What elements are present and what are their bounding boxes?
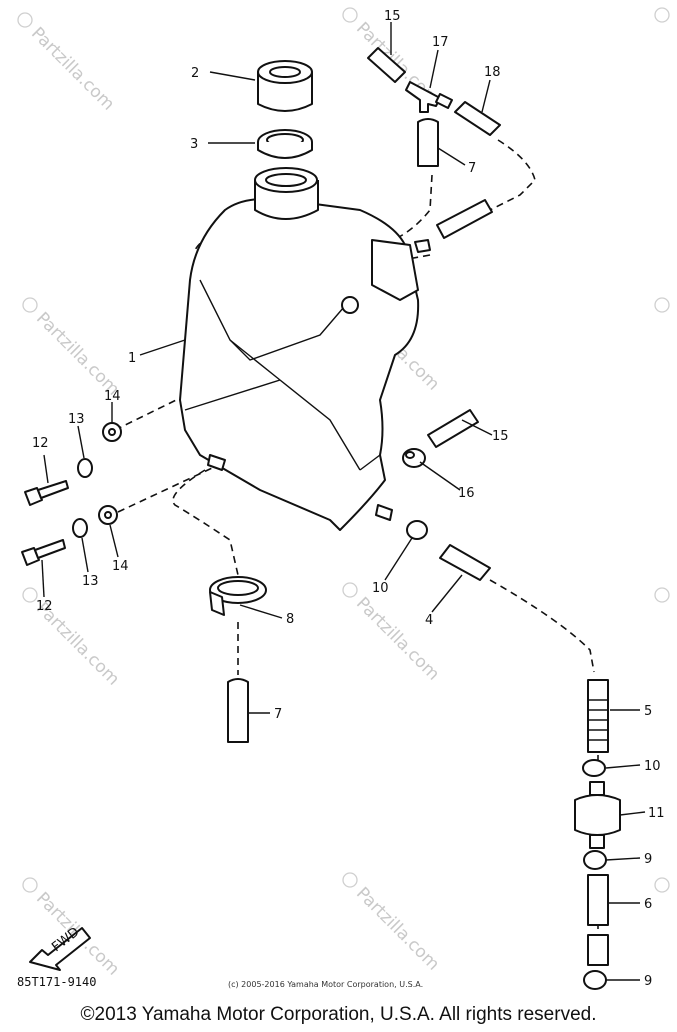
grommet-14-lower xyxy=(98,505,118,525)
hose-7-top xyxy=(417,118,439,167)
callout-12-lower: 12 xyxy=(36,599,53,614)
filler-gasket xyxy=(257,129,313,159)
t-joint-17 xyxy=(405,81,453,113)
copyright-notice: ©2013 Yamaha Motor Corporation, U.S.A. A… xyxy=(80,1004,597,1025)
hose-6 xyxy=(587,874,609,926)
hose-7-lower xyxy=(227,678,249,743)
callout-2: 2 xyxy=(191,66,199,81)
callout-1: 1 xyxy=(128,351,136,366)
copyright-small: (c) 2005-2016 Yamaha Motor Corporation, … xyxy=(228,980,424,989)
washer-13-lower xyxy=(72,518,88,538)
watermark-text: Partzilla.com xyxy=(352,594,443,685)
washer-13-upper xyxy=(77,458,93,478)
callout-18: 18 xyxy=(484,65,501,80)
hose-18 xyxy=(454,101,501,136)
callout-10-upper: 10 xyxy=(372,581,389,596)
callout-7-lower: 7 xyxy=(274,707,282,722)
callout-3: 3 xyxy=(190,137,198,152)
clip-16 xyxy=(402,448,426,468)
clip-10-lower xyxy=(582,759,606,777)
clip-10-upper xyxy=(406,520,428,540)
hose-4 xyxy=(439,544,491,581)
band-8 xyxy=(209,576,267,616)
callout-17: 17 xyxy=(432,35,449,50)
fuel-filler-cap xyxy=(257,60,313,112)
bolt-12-upper xyxy=(24,480,69,506)
callout-7-top: 7 xyxy=(468,161,476,176)
callout-4: 4 xyxy=(425,613,433,628)
hose-15-top xyxy=(367,47,406,83)
callout-14-upper: 14 xyxy=(104,389,121,404)
callout-8: 8 xyxy=(286,612,294,627)
fuel-tank xyxy=(179,167,431,531)
callout-15-top: 15 xyxy=(384,9,401,24)
watermark-text: Partzilla.com xyxy=(32,309,123,400)
diagram-code: 85T171-9140 xyxy=(17,975,97,989)
hose-15-right xyxy=(427,409,479,448)
callout-13-lower: 13 xyxy=(82,574,99,589)
callout-15-right: 15 xyxy=(492,429,509,444)
watermark-text: Partzilla.com xyxy=(352,884,443,975)
callout-16: 16 xyxy=(458,486,475,501)
clip-9-upper xyxy=(583,850,607,870)
fuel-filter-11 xyxy=(574,781,621,849)
callout-14-lower: 14 xyxy=(112,559,129,574)
callout-9-lower: 9 xyxy=(644,974,652,989)
bolt-12-lower xyxy=(21,539,66,566)
callout-13-upper: 13 xyxy=(68,412,85,427)
hose-right-connector xyxy=(436,199,493,239)
callout-9-upper: 9 xyxy=(644,852,652,867)
callouts: 2 3 1 15 17 18 7 15 16 10 4 8 7 5 10 11 … xyxy=(32,9,665,989)
hose-6-end xyxy=(587,934,609,966)
watermark-text: Partzilla.com xyxy=(27,24,118,115)
fitting-5 xyxy=(587,679,609,753)
callout-6: 6 xyxy=(644,897,652,912)
callout-5: 5 xyxy=(644,704,652,719)
grommet-14-upper xyxy=(102,422,122,442)
callout-11: 11 xyxy=(648,806,665,821)
clip-9-lower xyxy=(583,970,607,990)
callout-12-upper: 12 xyxy=(32,436,49,451)
callout-10-lower: 10 xyxy=(644,759,661,774)
leader-lines xyxy=(41,22,646,981)
